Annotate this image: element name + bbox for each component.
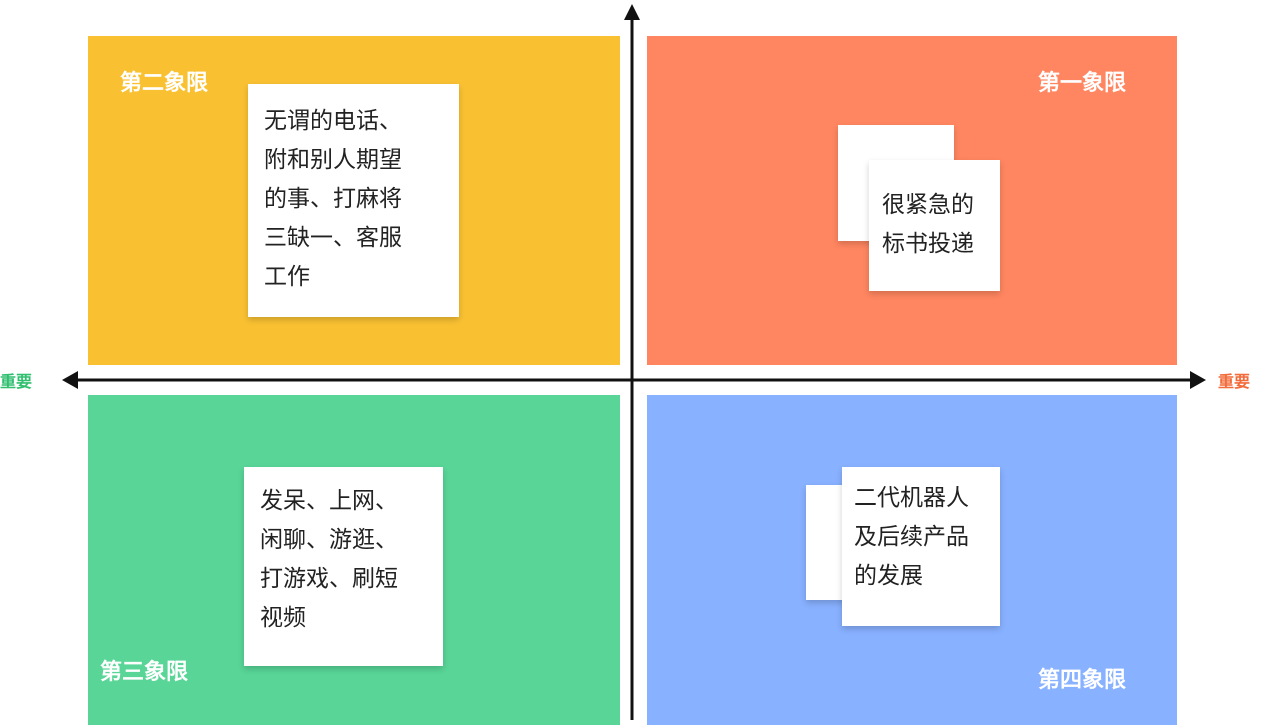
quadrant-2-note: 无谓的电话、 附和别人期望 的事、打麻将 三缺一、客服 工作 xyxy=(248,84,459,317)
up-arrow-icon xyxy=(624,4,640,20)
left-axis-label: 重要 xyxy=(0,372,33,391)
note-line: 发呆、上网、 xyxy=(260,488,398,514)
note-line: 标书投递 xyxy=(882,231,974,257)
note-line: 工作 xyxy=(264,264,310,290)
note-line: 打游戏、刷短 xyxy=(260,566,398,592)
note-line: 视频 xyxy=(260,605,306,631)
quadrant-1-note: 很紧急的 标书投递 xyxy=(869,160,1000,291)
note-line: 的事、打麻将 xyxy=(264,186,402,212)
left-arrow-icon xyxy=(62,371,78,389)
quadrant-4-label: 第四象限 xyxy=(1038,668,1127,693)
quadrant-3-label: 第三象限 xyxy=(100,660,189,685)
note-line: 三缺一、客服 xyxy=(264,225,402,251)
right-arrow-icon xyxy=(1190,371,1206,389)
quadrant-1-label: 第一象限 xyxy=(1038,71,1127,96)
note-line: 的发展 xyxy=(854,563,923,589)
note-line: 二代机器人 xyxy=(854,485,969,511)
note-line: 很紧急的 xyxy=(882,192,974,218)
right-axis-label: 重要 xyxy=(1218,372,1251,391)
quadrant-2-label: 第二象限 xyxy=(120,71,209,96)
quadrant-3-note: 发呆、上网、 闲聊、游逛、 打游戏、刷短 视频 xyxy=(244,467,443,666)
note-line: 闲聊、游逛、 xyxy=(260,527,398,553)
quadrant-4-note: 二代机器人 及后续产品 的发展 xyxy=(842,467,1000,626)
note-line: 附和别人期望 xyxy=(264,147,402,173)
note-line: 及后续产品 xyxy=(854,524,969,550)
note-line: 无谓的电话、 xyxy=(264,108,402,134)
